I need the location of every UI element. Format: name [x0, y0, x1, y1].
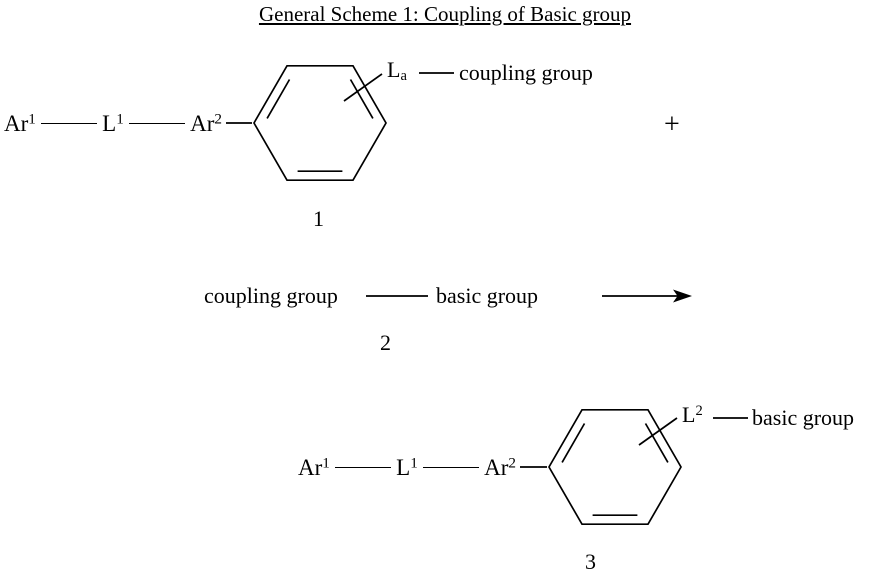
benzene-ring-1 — [253, 64, 387, 182]
basic-group-label-2: basic group — [436, 283, 539, 308]
bond-ring3-to-l2 — [638, 417, 678, 446]
scheme-title: General Scheme 1: Coupling of Basic grou… — [258, 2, 632, 26]
compound1-aryl-chain: Ar1 L1 Ar2 — [4, 106, 222, 140]
bond-ar1-l1 — [334, 466, 392, 468]
coupling-group-label-1: coupling group — [459, 60, 593, 85]
bond-l1-ar2 — [128, 122, 186, 124]
la-substituent-label: La — [387, 57, 407, 84]
compound3-aryl-chain: Ar1 L1 Ar2 — [298, 450, 516, 484]
bond-ar1-l1 — [40, 122, 98, 124]
compound3-ar2-label: Ar2 — [484, 453, 516, 480]
compound1-number: 1 — [313, 206, 324, 231]
basic-group-label-3: basic group — [752, 405, 855, 430]
compound2-number: 2 — [380, 330, 391, 355]
l2-substituent-label: L2 — [682, 402, 703, 427]
coupling-group-label-2: coupling group — [204, 283, 338, 308]
benzene-ring-3 — [548, 408, 682, 526]
plus-sign: + — [664, 109, 680, 140]
compound1-ar1-label: Ar1 — [4, 109, 36, 136]
reaction-arrow — [602, 289, 692, 303]
compound1-ar2-label: Ar2 — [190, 109, 222, 136]
compound3-l1-label: L1 — [396, 453, 418, 480]
compound1-l1-label: L1 — [102, 109, 124, 136]
reaction-arrow-head — [673, 289, 692, 303]
compound3-ar1-label: Ar1 — [298, 453, 330, 480]
bond-ring1-to-la — [343, 73, 383, 102]
bond-l1-ar2 — [422, 466, 480, 468]
compound3-number: 3 — [585, 549, 596, 574]
